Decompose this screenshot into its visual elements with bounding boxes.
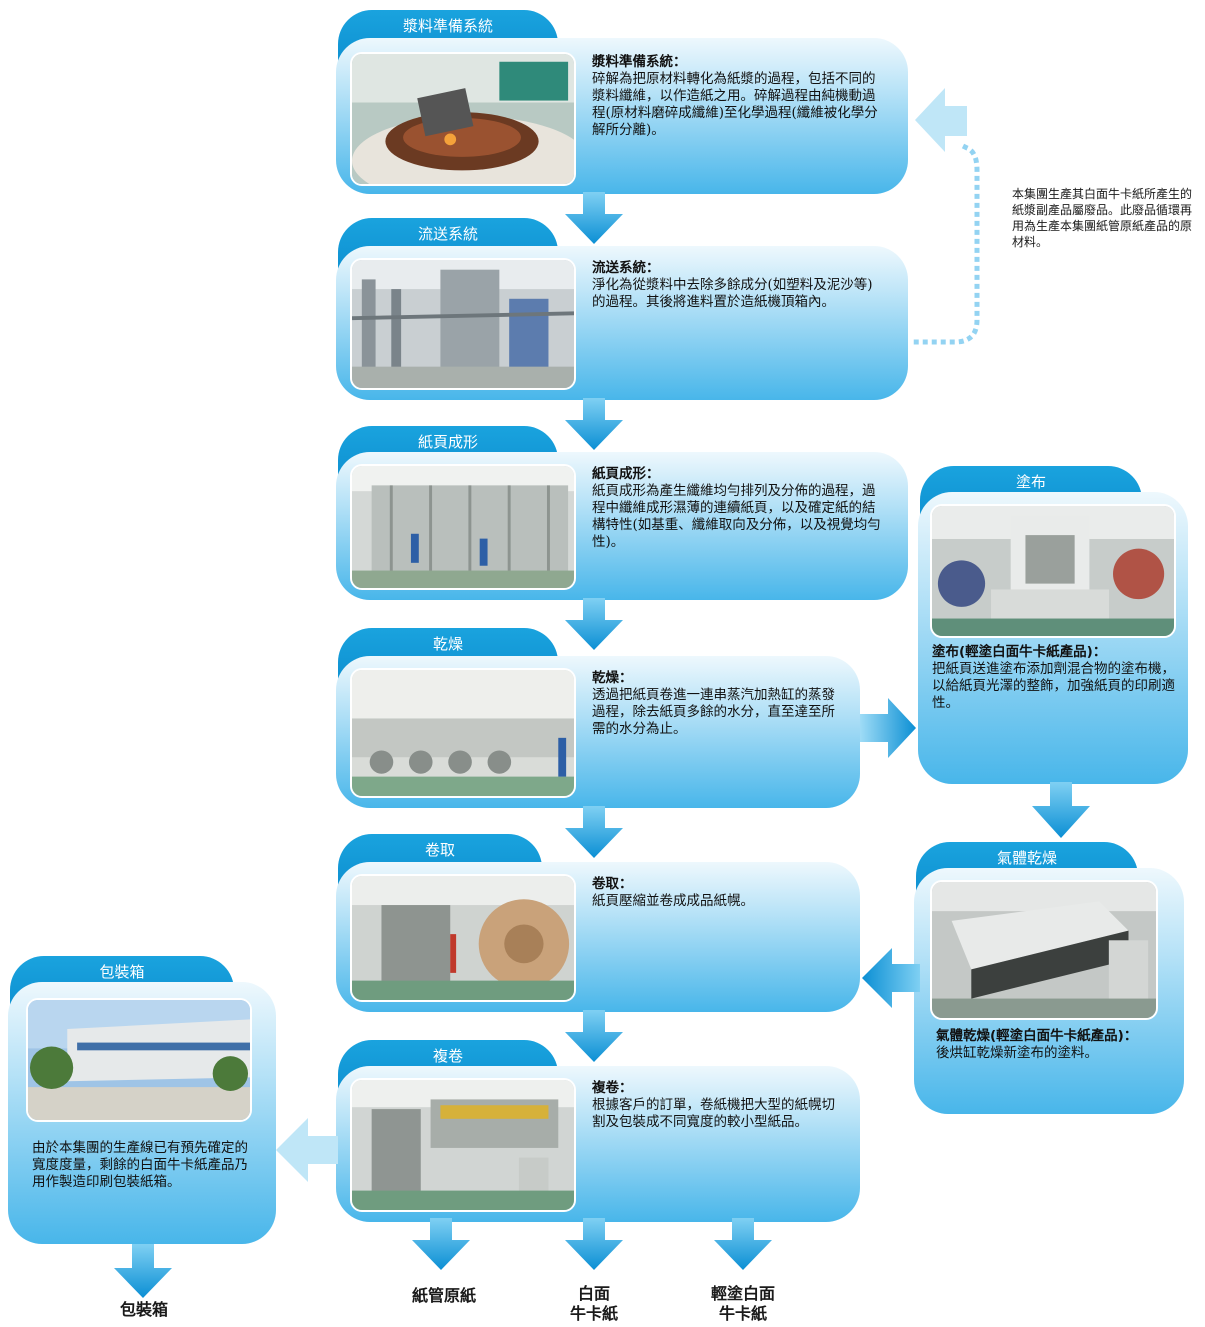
stage-card: 乾燥： 透過把紙頁卷進一連串蒸汽加熱缸的蒸發過程，除去紙頁多餘的水分，直至達至所… [336, 656, 860, 808]
reel-photo [350, 874, 576, 1002]
output-white-kraft: 白面 牛卡紙 [546, 1284, 642, 1324]
down-arrow [412, 1218, 470, 1270]
stage-body: 淨化為從漿料中去除多餘成分(如塑料及泥沙等)的過程。其後將進料置於造紙機頂箱內。 [592, 277, 873, 310]
stage-desc: 複卷： 根據客戶的訂單，卷紙機把大型的紙幌切割及包裝成不同寬度的較小型紙品。 [592, 1080, 844, 1131]
output-line: 輕塗白面 [710, 1284, 775, 1303]
gas-drying-body: 後烘缸乾燥新塗布的塗料。 [936, 1045, 1098, 1061]
packaging-card: 由於本集團的生產線已有預先確定的寬度度量，剩餘的白面牛卡紙產品乃用作製造印刷包裝… [8, 982, 276, 1244]
down-arrow [565, 1218, 623, 1270]
gas-drying-heading: 氣體乾燥(輕塗白面牛卡紙產品)： [936, 1028, 1138, 1044]
coating-heading: 塗布(輕塗白面牛卡紙產品)： [932, 644, 1107, 660]
pulper-photo [350, 52, 576, 186]
stage-desc: 紙頁成形： 紙頁成形為產生纖維均勻排列及分佈的過程，過程中纖維成形濕薄的連續紙頁… [592, 466, 884, 551]
output-line: 白面 [577, 1284, 610, 1303]
output-tube-paper: 紙管原紙 [411, 1286, 476, 1305]
stage-heading: 漿料準備系統： [592, 54, 687, 70]
rewinder-photo [350, 1078, 576, 1212]
stage-card: 流送系統： 淨化為從漿料中去除多餘成分(如塑料及泥沙等)的過程。其後將進料置於造… [336, 246, 908, 400]
stage-card: 紙頁成形： 紙頁成形為產生纖維均勻排列及分佈的過程，過程中纖維成形濕薄的連續紙頁… [336, 452, 908, 600]
down-arrow [114, 1244, 172, 1298]
coating-body: 把紙頁送進塗布添加劑混合物的塗布機，以給紙頁光澤的整飾，加強紙頁的印刷適性。 [932, 661, 1175, 711]
coating-card: 塗布(輕塗白面牛卡紙產品)： 把紙頁送進塗布添加劑混合物的塗布機，以給紙頁光澤的… [918, 492, 1188, 784]
gas-drying-card: 氣體乾燥(輕塗白面牛卡紙產品)： 後烘缸乾燥新塗布的塗料。 [914, 868, 1184, 1114]
stage-heading: 紙頁成形： [592, 466, 660, 482]
stage-body: 紙頁成形為產生纖維均勻排列及分佈的過程，過程中纖維成形濕薄的連續紙頁，以及確定紙… [592, 483, 881, 550]
recycle-note: 本集團生產其白面牛卡紙所產生的紙漿副產品屬廢品。此廢品循環再用為生產本集團紙管原… [1012, 187, 1193, 249]
down-arrow [565, 598, 623, 650]
right-arrow [860, 698, 916, 758]
gas-drying-photo [930, 880, 1158, 1020]
down-arrow [1032, 782, 1090, 838]
flow-system-photo [350, 258, 576, 390]
stage-desc: 流送系統： 淨化為從漿料中去除多餘成分(如塑料及泥沙等)的過程。其後將進料置於造… [592, 260, 884, 311]
stage-body: 紙頁壓縮並卷成成品紙幌。 [592, 893, 754, 909]
stage-heading: 流送系統： [592, 260, 660, 276]
output-coated-kraft: 輕塗白面 牛卡紙 [690, 1284, 796, 1324]
down-arrow [565, 192, 623, 244]
output-line: 牛卡紙 [569, 1304, 618, 1323]
down-arrow [565, 1010, 623, 1062]
down-arrow [565, 806, 623, 858]
output-line: 牛卡紙 [718, 1304, 767, 1323]
output-packaging-box: 包裝箱 [119, 1300, 168, 1319]
forming-photo [350, 464, 576, 590]
stage-card: 複卷： 根據客戶的訂單，卷紙機把大型的紙幌切割及包裝成不同寬度的較小型紙品。 [336, 1066, 860, 1222]
dryer-photo [350, 668, 576, 798]
stage-body: 透過把紙頁卷進一連串蒸汽加熱缸的蒸發過程，除去紙頁多餘的水分，直至達至所需的水分… [592, 687, 835, 737]
stage-body: 根據客戶的訂單，卷紙機把大型的紙幌切割及包裝成不同寬度的較小型紙品。 [592, 1097, 835, 1130]
stage-card: 卷取： 紙頁壓縮並卷成成品紙幌。 [336, 862, 860, 1012]
packaging-desc: 由於本集團的生產線已有預先確定的寬度度量，剩餘的白面牛卡紙產品乃用作製造印刷包裝… [32, 1140, 252, 1191]
coating-desc: 塗布(輕塗白面牛卡紙產品)： 把紙頁送進塗布添加劑混合物的塗布機，以給紙頁光澤的… [932, 644, 1178, 712]
left-arrow [276, 1118, 338, 1182]
stage-desc: 漿料準備系統： 碎解為把原材料轉化為紙漿的過程，包括不同的漿料纖維，以作造紙之用… [592, 54, 884, 139]
stage-heading: 乾燥： [592, 670, 633, 686]
packaging-photo [26, 998, 252, 1122]
gas-drying-desc: 氣體乾燥(輕塗白面牛卡紙產品)： 後烘缸乾燥新塗布的塗料。 [936, 1028, 1182, 1062]
stage-heading: 卷取： [592, 876, 633, 892]
left-arrow [862, 948, 920, 1008]
coating-photo [930, 504, 1176, 638]
stage-body: 碎解為把原材料轉化為紙漿的過程，包括不同的漿料纖維，以作造紙之用。碎解過程由純機… [592, 71, 878, 138]
stage-heading: 複卷： [592, 1080, 633, 1096]
down-arrow [714, 1218, 772, 1270]
down-arrow [565, 398, 623, 450]
recycle-loop [911, 88, 980, 345]
packaging-body: 由於本集團的生產線已有預先確定的寬度度量，剩餘的白面牛卡紙產品乃用作製造印刷包裝… [32, 1140, 248, 1190]
stage-card: 漿料準備系統： 碎解為把原材料轉化為紙漿的過程，包括不同的漿料纖維，以作造紙之用… [336, 38, 908, 194]
stage-desc: 卷取： 紙頁壓縮並卷成成品紙幌。 [592, 876, 844, 910]
stage-desc: 乾燥： 透過把紙頁卷進一連串蒸汽加熱缸的蒸發過程，除去紙頁多餘的水分，直至達至所… [592, 670, 844, 738]
